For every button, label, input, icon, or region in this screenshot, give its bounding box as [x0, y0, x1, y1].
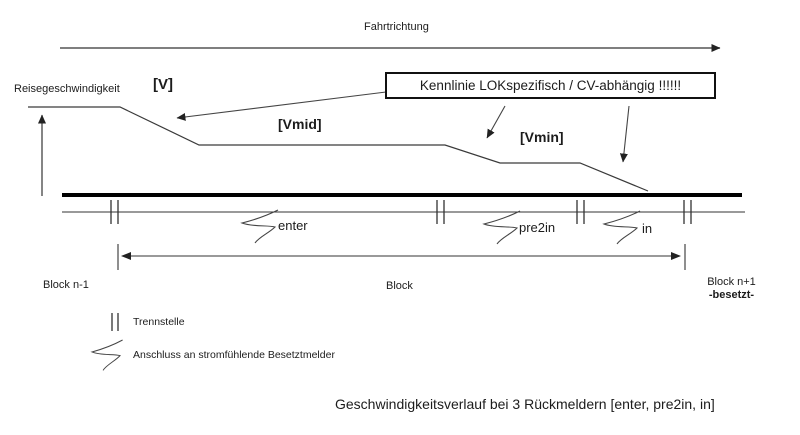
block-next-label: Block n+1 — [707, 276, 756, 288]
legend-trennstelle-label: Trennstelle — [133, 316, 185, 328]
dimension-arrowhead-left — [121, 252, 131, 260]
block-current-label: Block — [386, 280, 413, 292]
kennlinie-note-box: Kennlinie LOKspezifisch / CV-abhängig !!… — [385, 72, 716, 99]
section-label-in: in — [642, 221, 653, 236]
feedback-squiggle-pre2in — [483, 210, 521, 245]
speed-axis-unit-label: [V] — [153, 76, 173, 93]
note-pointer-arrow-2 — [486, 105, 506, 139]
kennlinie-note-text: Kennlinie LOKspezifisch / CV-abhängig !!… — [419, 78, 682, 93]
legend-anschluss-label: Anschluss an stromfühlende Besetztmelder — [133, 349, 335, 361]
trennstelle-marker-1 — [110, 200, 119, 224]
note-pointer-arrow-1 — [176, 91, 387, 121]
block-previous-label: Block n-1 — [43, 279, 89, 291]
diagram-caption: Geschwindigkeitsverlauf bei 3 Rückmelder… — [335, 396, 715, 412]
feedback-squiggle-enter — [241, 209, 279, 244]
section-label-pre2in: pre2in — [519, 220, 556, 235]
legend-trennstelle-icon — [111, 313, 119, 331]
section-label-enter: enter — [278, 218, 308, 233]
legend-squiggle-icon — [91, 339, 124, 371]
vmid-label: [Vmid] — [278, 116, 322, 132]
trennstelle-marker-3 — [576, 200, 585, 224]
note-pointer-arrow-3 — [619, 105, 630, 163]
direction-label: Fahrtrichtung — [364, 21, 429, 33]
dimension-arrowhead-right — [671, 252, 681, 260]
speed-curve — [28, 106, 649, 192]
speed-axis-label: Reisegeschwindigkeit — [14, 83, 120, 95]
trennstelle-marker-2 — [436, 200, 445, 224]
trennstelle-marker-4 — [683, 200, 692, 224]
vmin-label: [Vmin] — [520, 129, 564, 145]
block-next-status-label: -besetzt- — [708, 289, 755, 301]
feedback-squiggle-in — [603, 210, 641, 245]
